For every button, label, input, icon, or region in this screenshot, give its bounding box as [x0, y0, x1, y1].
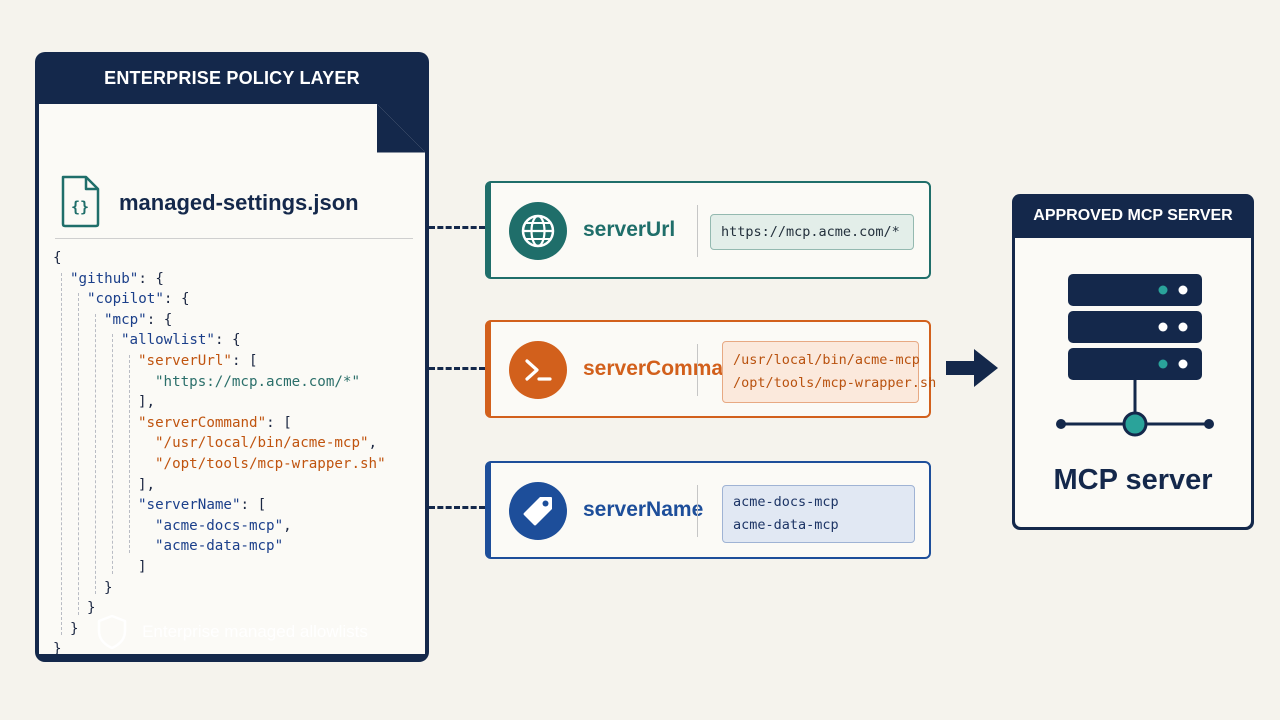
code-token: "serverName" [138, 497, 241, 514]
doc-divider [55, 238, 413, 239]
value-name-0: acme-docs-mcp [733, 494, 839, 510]
code-line: } [104, 578, 113, 598]
json-file-icon: {} [61, 175, 100, 228]
code-line: "/usr/local/bin/acme-mcp", [155, 433, 377, 453]
code-line: "mcp": { [104, 310, 172, 330]
code-token: } [104, 579, 113, 596]
approved-server-panel: APPROVED MCP SERVER MCP server [1012, 194, 1254, 530]
rule-separator [697, 344, 698, 396]
rule-label-server-command: serverCommand [583, 357, 749, 380]
value-url-0: https://mcp.acme.com/* [721, 223, 900, 240]
arrow-right-icon [946, 349, 998, 387]
code-token: } [53, 641, 62, 658]
code-token: { [53, 250, 62, 266]
code-line: { [53, 248, 62, 268]
connector-name [429, 506, 485, 509]
server-rack-icon [1056, 274, 1214, 437]
json-code-block: {"github": {"copilot": {"mcp": {"allowli… [53, 248, 413, 658]
code-token: : { [138, 270, 164, 287]
server-panel-title: APPROVED MCP SERVER [1033, 207, 1233, 224]
code-token: "acme-data-mcp" [155, 538, 284, 555]
code-line: "github": { [70, 269, 164, 289]
code-token: : { [163, 291, 190, 308]
indent-guide [95, 313, 96, 595]
file-name: managed-settings.json [119, 190, 359, 215]
connector-url [429, 226, 485, 229]
policy-footer: Enterprise managed allowlists [35, 602, 429, 662]
code-token: "allowlist" [121, 332, 215, 349]
code-line: "acme-data-mcp" [155, 536, 283, 556]
shield-icon [97, 614, 127, 650]
code-token: "acme-docs-mcp" [155, 517, 284, 534]
indent-guide [61, 272, 62, 636]
code-line: ] [138, 557, 147, 577]
rule-separator [697, 485, 698, 537]
value-box-server-url: https://mcp.acme.com/* [710, 214, 914, 250]
value-box-server-command: /usr/local/bin/acme-mcp /opt/tools/mcp-w… [722, 341, 937, 403]
code-line: } [87, 598, 96, 618]
code-token: "copilot" [87, 291, 164, 308]
code-token: , [283, 517, 292, 534]
code-token: } [70, 620, 79, 637]
code-line: ], [138, 475, 155, 495]
rule-separator [697, 205, 698, 257]
server-panel-body: MCP server [1015, 238, 1251, 527]
indent-guide [112, 334, 113, 574]
code-token: "serverUrl" [138, 353, 232, 369]
rule-card-server-url: serverUrl https://mcp.acme.com/* [485, 181, 931, 279]
policy-footer-label: Enterprise managed allowlists [142, 622, 368, 641]
code-line: } [70, 619, 79, 639]
code-line: "https://mcp.acme.com/*" [155, 372, 360, 392]
code-token: : [ [266, 414, 292, 431]
managed-settings-document: {} managed-settings.json {"github": {"co… [39, 104, 425, 654]
value-command-1: /opt/tools/mcp-wrapper.sh [733, 375, 937, 391]
code-line: "copilot": { [87, 289, 190, 309]
code-token: : { [146, 311, 173, 328]
rule-label-server-name: serverName [583, 498, 704, 521]
policy-title: ENTERPRISE POLICY LAYER [104, 67, 360, 88]
code-token: } [87, 600, 96, 617]
rule-card-server-command: serverCommand /usr/local/bin/acme-mcp /o… [485, 320, 937, 418]
value-box-server-name: acme-docs-mcp acme-data-mcp [722, 485, 915, 543]
code-line: "acme-docs-mcp", [155, 516, 292, 536]
enterprise-policy-panel: ENTERPRISE POLICY LAYER {} managed-setti… [35, 52, 429, 662]
code-line: "allowlist": { [121, 330, 241, 350]
code-line: ], [138, 392, 155, 412]
code-token: , [368, 435, 378, 452]
code-token: ], [138, 476, 156, 493]
terminal-icon [509, 341, 567, 399]
code-token: "serverCommand" [138, 414, 267, 431]
connector-command [429, 367, 485, 370]
indent-guide [78, 293, 79, 615]
code-line: "serverCommand": [ [138, 413, 292, 433]
code-line: } [53, 639, 62, 658]
code-line: "serverUrl": [ [138, 351, 258, 371]
code-line: "serverName": [ [138, 495, 266, 515]
code-token: "/opt/tools/mcp-wrapper.sh" [155, 456, 386, 472]
rule-label-server-url: serverUrl [583, 218, 676, 241]
page-fold-corner [377, 104, 425, 153]
code-token: "https://mcp.acme.com/*" [155, 373, 360, 390]
indent-guide [129, 355, 130, 553]
value-command-0: /usr/local/bin/acme-mcp [733, 352, 920, 368]
code-token: "github" [70, 270, 139, 287]
tag-icon [509, 482, 567, 540]
svg-text:{}: {} [71, 198, 89, 216]
rule-card-server-name: serverName acme-docs-mcp acme-data-mcp [485, 461, 931, 559]
value-name-1: acme-data-mcp [733, 517, 839, 533]
server-name: MCP server [1053, 464, 1213, 496]
code-token: ] [138, 559, 147, 575]
code-token: : [ [231, 353, 258, 369]
code-token: : [ [240, 497, 267, 514]
code-token: ], [138, 394, 156, 411]
code-token: : { [214, 332, 241, 349]
globe-icon [509, 202, 567, 260]
code-token: "/usr/local/bin/acme-mcp" [155, 435, 369, 452]
code-token: "mcp" [104, 311, 147, 328]
code-line: "/opt/tools/mcp-wrapper.sh" [155, 454, 386, 474]
